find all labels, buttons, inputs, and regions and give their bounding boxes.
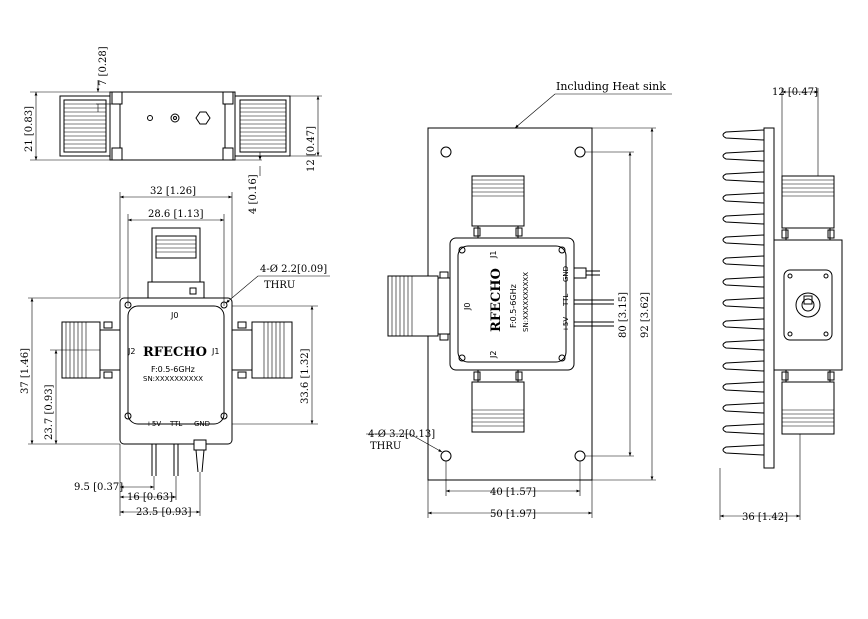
side-view: 21 [0.83] 7 [0.28] 12 [0.47] 4 [0.16]: [24, 46, 322, 214]
hs-label-j2: J2: [489, 351, 498, 359]
hs-brand: RFECHO: [489, 268, 504, 332]
top-brand: RFECHO: [143, 345, 207, 360]
top-dim-holes-thru: THRU: [264, 280, 295, 291]
hs-label-gnd: GND: [562, 266, 570, 282]
side-dim-height: 21 [0.83]: [24, 106, 35, 152]
top-dim-j2-offset: 23.7 [0.93]: [44, 384, 55, 440]
top-freq: F:0.5-6GHz: [151, 365, 195, 374]
top-dim-inner-height: 33.6 [1.32]: [300, 348, 311, 404]
top-label-j1: J1: [211, 347, 219, 356]
hs-dim-width: 50 [1.97]: [490, 509, 536, 520]
end-view: 12 [0.47] 36 [1.42]: [719, 87, 843, 523]
top-dim-holes: 4-Ø 2.2[0.09]: [260, 264, 327, 275]
hs-label-5v: +5V: [562, 317, 570, 332]
top-label-gnd: GND: [194, 420, 210, 428]
hs-label-j1: J1: [489, 251, 498, 259]
top-view: J0 J2 J1 RFECHO F:0.5-6GHz SN:XXXXXXXXXX…: [20, 186, 330, 518]
top-dim-height: 37 [1.46]: [20, 348, 31, 394]
heatsink-fin: [722, 150, 765, 162]
heatsink-fin: [722, 423, 765, 435]
side-dim-top: 7 [0.28]: [98, 46, 109, 86]
heatsink-fins: [722, 129, 765, 456]
heatsink-fin: [722, 276, 765, 288]
heatsink-fin: [722, 402, 765, 414]
heatsink-fin: [722, 234, 765, 246]
top-dim-pin2: 16 [0.63]: [127, 492, 173, 503]
top-sn: SN:XXXXXXXXXX: [143, 375, 203, 383]
end-dim-width: 36 [1.42]: [742, 512, 788, 523]
hs-dim-holes: 4-Ø 3.2[0.13]: [368, 429, 435, 440]
heatsink-fin: [722, 171, 765, 183]
top-dim-pin1: 9.5 [0.37]: [74, 482, 123, 493]
hs-label-ttl: TTL: [562, 294, 570, 307]
hs-label-j0: J0: [463, 303, 472, 311]
hs-dim-height: 92 [3.62]: [640, 292, 651, 338]
heatsink-fin: [722, 318, 765, 330]
top-dim-inner-width: 28.6 [1.13]: [148, 209, 204, 220]
top-dim-pin3: 23.5 [0.93]: [136, 507, 192, 518]
side-dim-offset: 4 [0.16]: [248, 174, 259, 214]
hs-dim-holes-thru: THRU: [370, 441, 401, 452]
heatsink-fin: [722, 213, 765, 225]
heatsink-fin: [722, 192, 765, 204]
heatsink-fin: [722, 360, 765, 372]
heatsink-fin: [722, 339, 765, 351]
heatsink-fin: [722, 297, 765, 309]
hs-dim-inner-width: 40 [1.57]: [490, 487, 536, 498]
hs-sn: SN:XXXXXXXXXX: [522, 272, 530, 332]
heatsink-fin: [722, 255, 765, 267]
end-dim-top: 12 [0.47]: [772, 87, 818, 98]
hs-dim-inner-height: 80 [3.15]: [618, 292, 629, 338]
heatsink-view: Including Heat sink: [366, 80, 672, 520]
heatsink-fin: [722, 129, 765, 141]
top-label-j0: J0: [170, 311, 178, 320]
heatsink-fin: [722, 444, 765, 456]
top-label-5v: +5V: [146, 420, 161, 428]
side-dim-conn: 12 [0.47]: [306, 126, 317, 172]
top-label-ttl: TTL: [169, 420, 182, 428]
heatsink-fin: [722, 381, 765, 393]
top-label-j2: J2: [127, 347, 135, 356]
hs-freq: F:0.5-6GHz: [509, 284, 518, 328]
heatsink-callout: Including Heat sink: [556, 80, 666, 93]
top-dim-width: 32 [1.26]: [150, 186, 196, 197]
